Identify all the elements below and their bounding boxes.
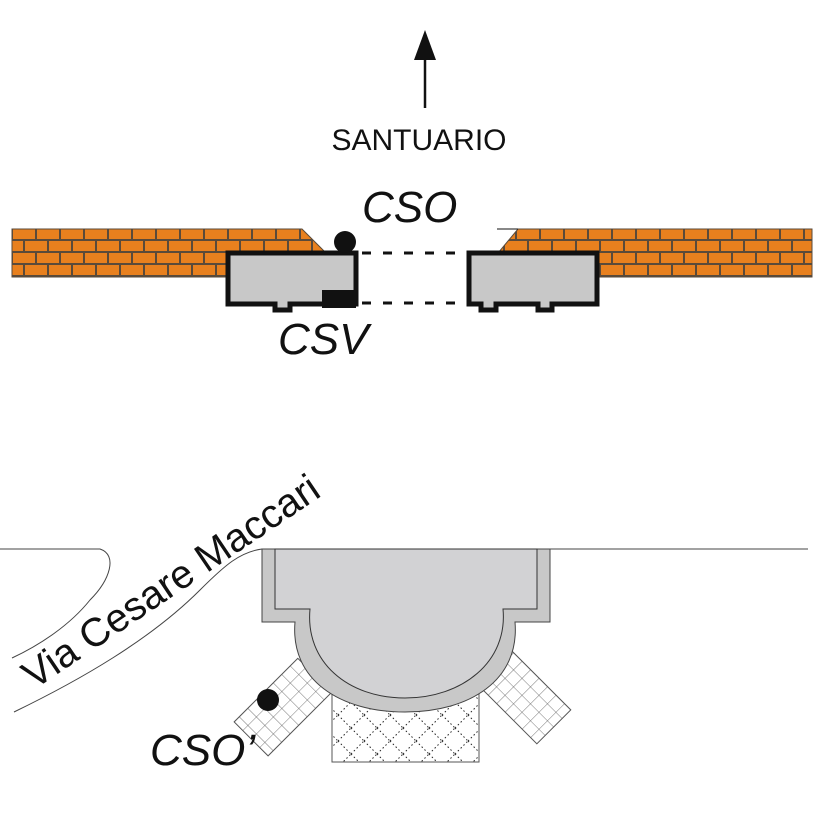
arrow-up-icon	[414, 30, 436, 60]
cso-prime-marker	[257, 689, 279, 711]
building-inner	[274, 548, 538, 699]
gatehouse-right	[466, 250, 600, 313]
cso-marker	[334, 231, 356, 253]
street-curb-lower	[13, 548, 263, 713]
street-curb-upper	[0, 548, 111, 659]
cso-prime-label: CSO’	[150, 726, 256, 775]
csv-label: CSV	[278, 315, 372, 364]
santuario-label: SANTUARIO	[331, 124, 506, 157]
csv-marker	[322, 290, 356, 308]
cso-label: CSO	[362, 183, 457, 232]
north-arrow	[414, 30, 436, 108]
